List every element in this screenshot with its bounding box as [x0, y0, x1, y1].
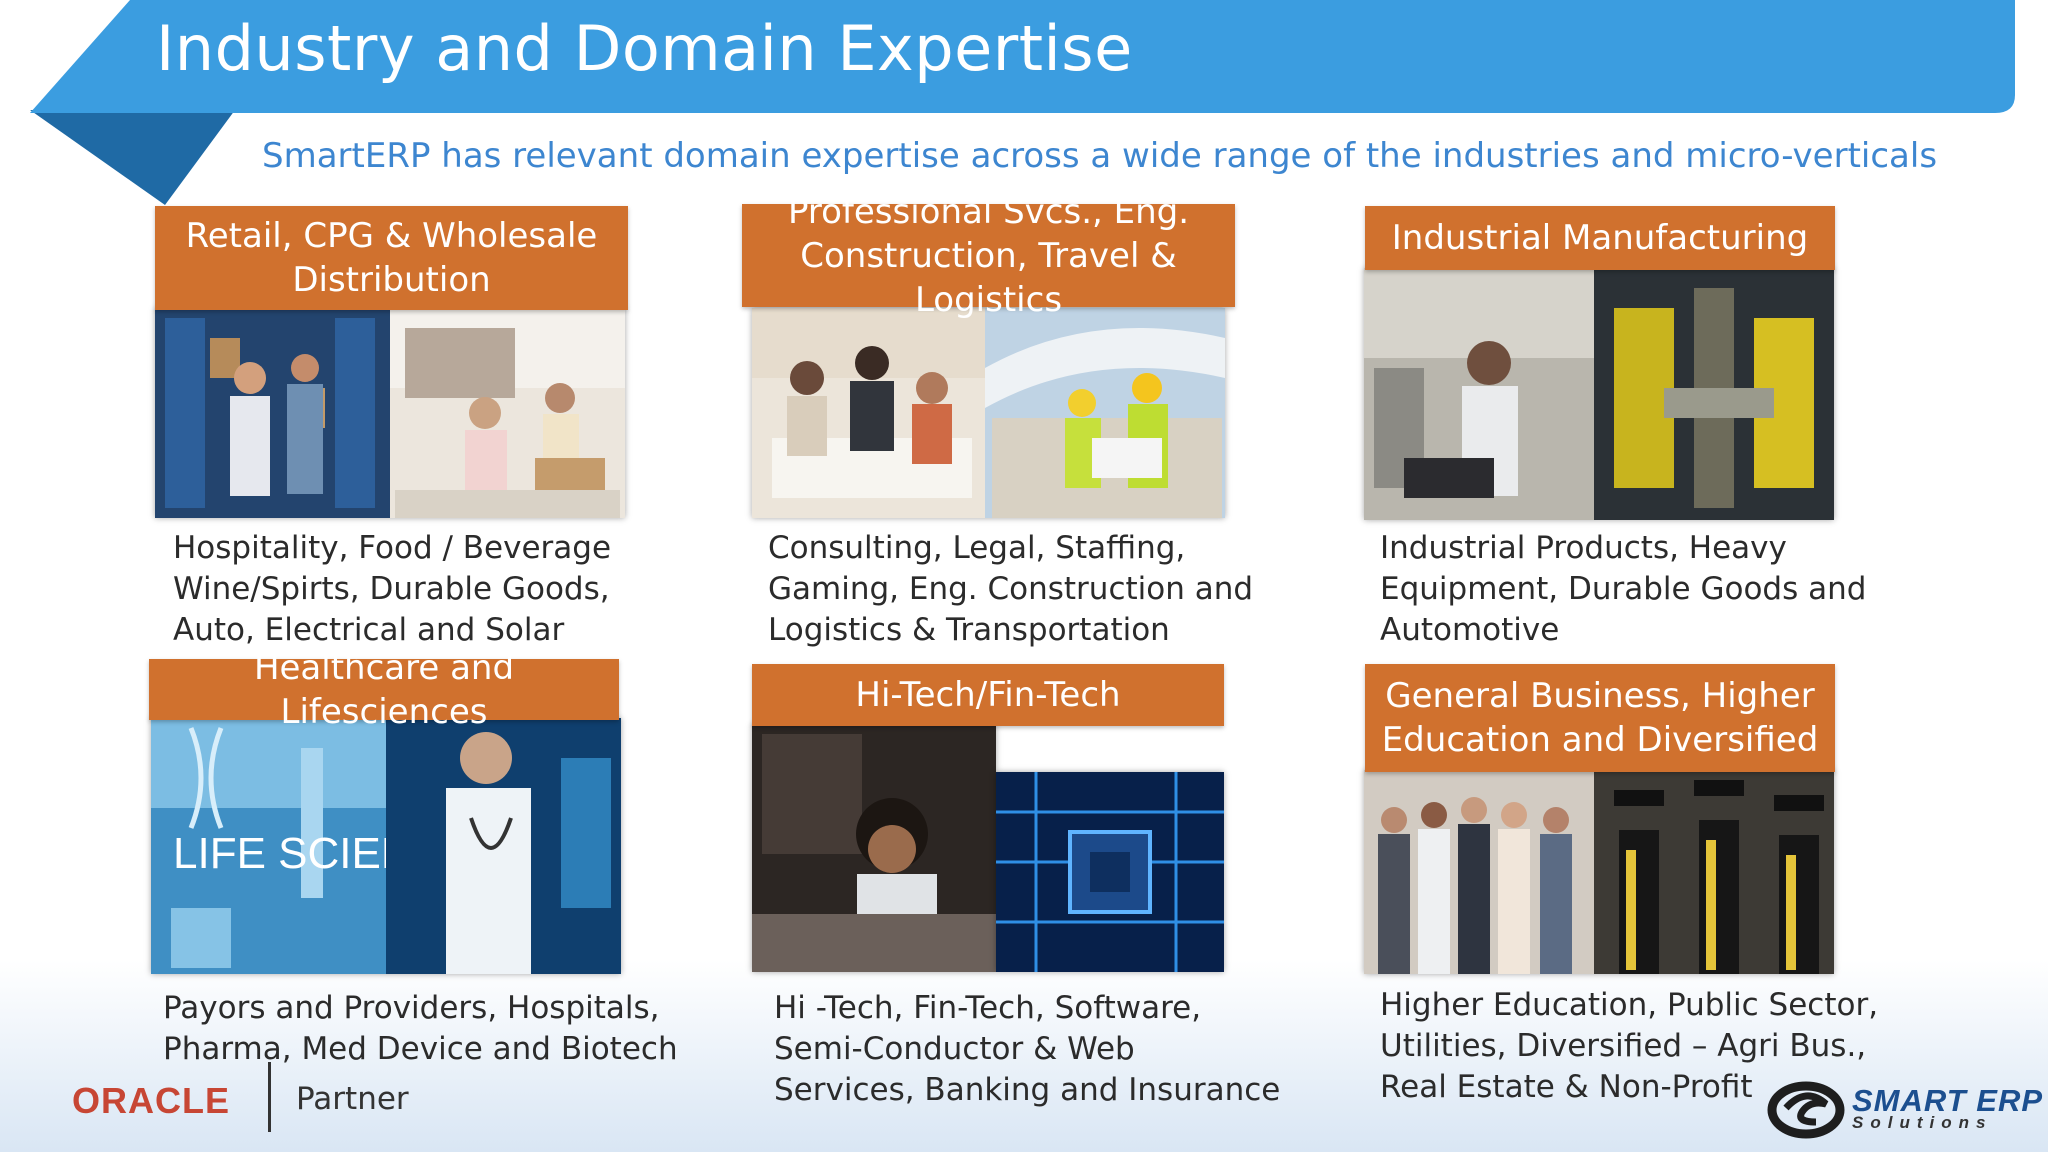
title-banner: [30, 0, 2015, 205]
manufacturing-photo: [1364, 268, 1834, 520]
card-desc-healthcare: Payors and Providers, Hospitals, Pharma,…: [163, 990, 678, 1067]
general-business-photo: [1364, 770, 1834, 974]
card-header-general-business: General Business, Higher Education and D…: [1365, 664, 1835, 772]
card-header-professional: Professional Svcs., Eng. Construction, T…: [742, 192, 1235, 320]
card-header-healthcare: Healthcare and Lifesciences: [149, 648, 619, 732]
card-desc-manufacturing: Industrial Products, Heavy Equipment, Du…: [1380, 530, 1867, 648]
card-header-manufacturing: Industrial Manufacturing: [1365, 206, 1835, 270]
healthcare-photo: LIFE SCIENCE: [151, 718, 621, 974]
card-desc-professional: Consulting, Legal, Staffing, Gaming, Eng…: [768, 530, 1254, 648]
card-desc-hitech: Hi -Tech, Fin-Tech, Software, Semi-Condu…: [774, 990, 1281, 1108]
hitech-photo-left: [752, 724, 996, 972]
bottom-gradient: [0, 960, 2048, 1152]
slide-title: Industry and Domain Expertise: [156, 12, 1133, 85]
oracle-logo: ORACLE: [72, 1080, 230, 1121]
slide-subtitle: SmartERP has relevant domain expertise a…: [262, 136, 1938, 176]
footer-divider: [268, 1062, 271, 1132]
hitech-photo-right: [996, 772, 1224, 972]
card-header-retail: Retail, CPG & Wholesale Distribution: [155, 206, 628, 310]
card-desc-retail: Hospitality, Food / Beverage Wine/Spirts…: [173, 530, 612, 648]
card-header-hitech: Hi-Tech/Fin-Tech: [752, 664, 1224, 726]
smart-erp-logo-subtext: Solutions: [1852, 1113, 1993, 1132]
retail-photo: [155, 308, 625, 518]
partner-label: Partner: [296, 1081, 409, 1117]
card-desc-general-business: Higher Education, Public Sector, Utiliti…: [1380, 987, 1879, 1105]
professional-photo: [752, 308, 1225, 518]
smart-erp-logo-text: SMART ERP: [1852, 1083, 2044, 1118]
smart-erp-logo-icon: [1767, 1081, 1845, 1139]
